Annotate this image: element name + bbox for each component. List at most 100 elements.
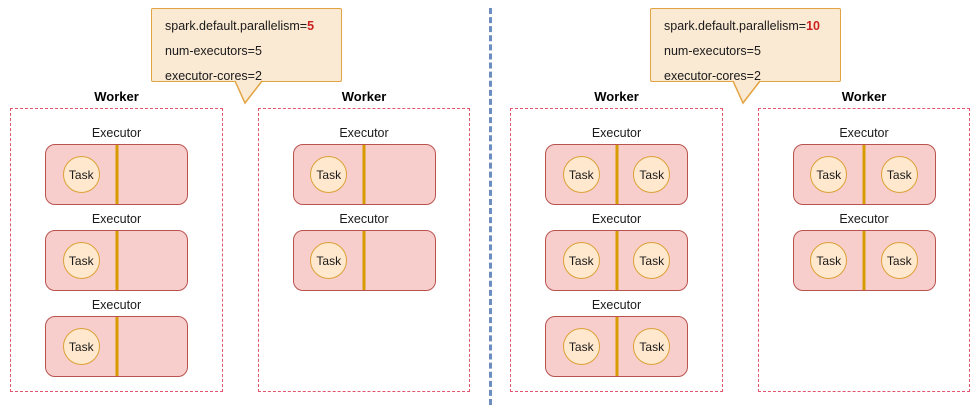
executor: Executor Task — [292, 126, 436, 205]
worker-label: Worker — [341, 89, 387, 104]
task-circle: Task — [310, 156, 348, 193]
executor-left-half: Task — [294, 145, 365, 204]
callout-tail — [732, 80, 761, 104]
executor-label: Executor — [839, 212, 889, 226]
executor-box: Task Task — [545, 316, 688, 377]
callout-param-value: 10 — [806, 19, 820, 33]
executor: Executor Task Task — [545, 298, 688, 377]
task-circle: Task — [633, 156, 671, 193]
executor-right-half: Task — [864, 145, 935, 204]
task-circle: Task — [880, 156, 918, 193]
task-circle: Task — [633, 328, 671, 365]
executor-right-half: Task — [864, 231, 935, 290]
executor-box: Task — [292, 230, 436, 291]
core-divider — [362, 231, 366, 290]
callout-line-parallelism: spark.default.parallelism=5 — [165, 16, 341, 36]
executor-left-half: Task — [46, 145, 117, 204]
executor-label: Executor — [339, 126, 389, 140]
callout-param-label: spark.default.parallelism= — [165, 19, 308, 33]
executor-label: Executor — [339, 212, 389, 226]
core-divider — [862, 145, 866, 204]
callout-parallelism-5: spark.default.parallelism=5 num-executor… — [151, 8, 342, 104]
executor: Executor Task — [45, 212, 188, 291]
executor-box: Task — [45, 144, 188, 205]
executor: Executor Task Task — [792, 126, 936, 205]
callout-line-num-executors: num-executors=5 — [664, 44, 761, 58]
executor: Executor Task — [45, 126, 188, 205]
panel-divider-line — [489, 8, 492, 405]
executor-label: Executor — [91, 298, 142, 312]
core-divider — [615, 317, 618, 376]
executor-left-half: Task — [546, 231, 617, 290]
worker-2: Worker Executor Task Executor Task — [258, 90, 470, 392]
task-circle: Task — [880, 242, 918, 279]
executor-box: Task — [45, 316, 188, 377]
executor-label: Executor — [91, 126, 142, 140]
executor-left-half: Task — [794, 231, 865, 290]
worker-label: Worker — [94, 89, 139, 104]
executor-right-half — [364, 145, 435, 204]
executor-box: Task — [292, 144, 436, 205]
task-circle: Task — [562, 328, 600, 365]
task-circle: Task — [810, 156, 848, 193]
executor-label: Executor — [591, 126, 642, 140]
executor-label: Executor — [91, 212, 142, 226]
task-circle: Task — [62, 156, 100, 193]
executor-box: Task — [45, 230, 188, 291]
executor-left-half: Task — [294, 231, 365, 290]
task-circle: Task — [310, 242, 348, 279]
executor-left-half: Task — [546, 317, 617, 376]
executor: Executor Task — [45, 298, 188, 377]
executor-right-half: Task — [617, 231, 688, 290]
core-divider — [615, 231, 618, 290]
worker-box: Executor Task Executor Task — [258, 108, 470, 392]
core-divider — [115, 317, 118, 376]
core-divider — [115, 145, 118, 204]
callout-line-executor-cores: executor-cores=2 — [664, 69, 761, 83]
task-circle: Task — [562, 156, 600, 193]
core-divider — [615, 145, 618, 204]
executor: Executor Task Task — [792, 212, 936, 291]
task-circle: Task — [62, 328, 100, 365]
executor-label: Executor — [839, 126, 889, 140]
executor-left-half: Task — [794, 145, 865, 204]
callout-parallelism-10: spark.default.parallelism=10 num-executo… — [650, 8, 841, 104]
executor-right-half — [117, 145, 188, 204]
callout-line-parallelism: spark.default.parallelism=10 — [664, 16, 840, 36]
executor-label: Executor — [591, 298, 642, 312]
executor-label: Executor — [591, 212, 642, 226]
executor: Executor Task Task — [545, 126, 688, 205]
worker-4: Worker Executor Task Task Executor — [758, 90, 970, 392]
executor: Executor Task — [292, 212, 436, 291]
executor-right-half: Task — [617, 145, 688, 204]
executor-left-half: Task — [546, 145, 617, 204]
callout-line-num-executors: num-executors=5 — [165, 44, 262, 58]
callout-tail — [234, 80, 263, 104]
worker-label: Worker — [841, 89, 887, 104]
executor-box: Task Task — [545, 144, 688, 205]
task-circle: Task — [633, 242, 671, 279]
executor-box: Task Task — [792, 144, 936, 205]
executor-right-half — [117, 317, 188, 376]
executor-right-half: Task — [617, 317, 688, 376]
core-divider — [862, 231, 866, 290]
core-divider — [362, 145, 366, 204]
executor-left-half: Task — [46, 317, 117, 376]
executor-box: Task Task — [545, 230, 688, 291]
worker-1: Worker Executor Task Executor Task — [10, 90, 223, 392]
core-divider — [115, 231, 118, 290]
worker-3: Worker Executor Task Task Executor — [510, 90, 723, 392]
executor-left-half: Task — [46, 231, 117, 290]
task-circle: Task — [562, 242, 600, 279]
callout-line-executor-cores: executor-cores=2 — [165, 69, 262, 83]
worker-box: Executor Task Executor Task — [10, 108, 223, 392]
worker-label: Worker — [594, 89, 639, 104]
task-circle: Task — [810, 242, 848, 279]
callout-param-value: 5 — [307, 19, 315, 33]
worker-box: Executor Task Task Executor Task — [510, 108, 723, 392]
executor: Executor Task Task — [545, 212, 688, 291]
executor-right-half — [364, 231, 435, 290]
executor-right-half — [117, 231, 188, 290]
task-circle: Task — [62, 242, 100, 279]
